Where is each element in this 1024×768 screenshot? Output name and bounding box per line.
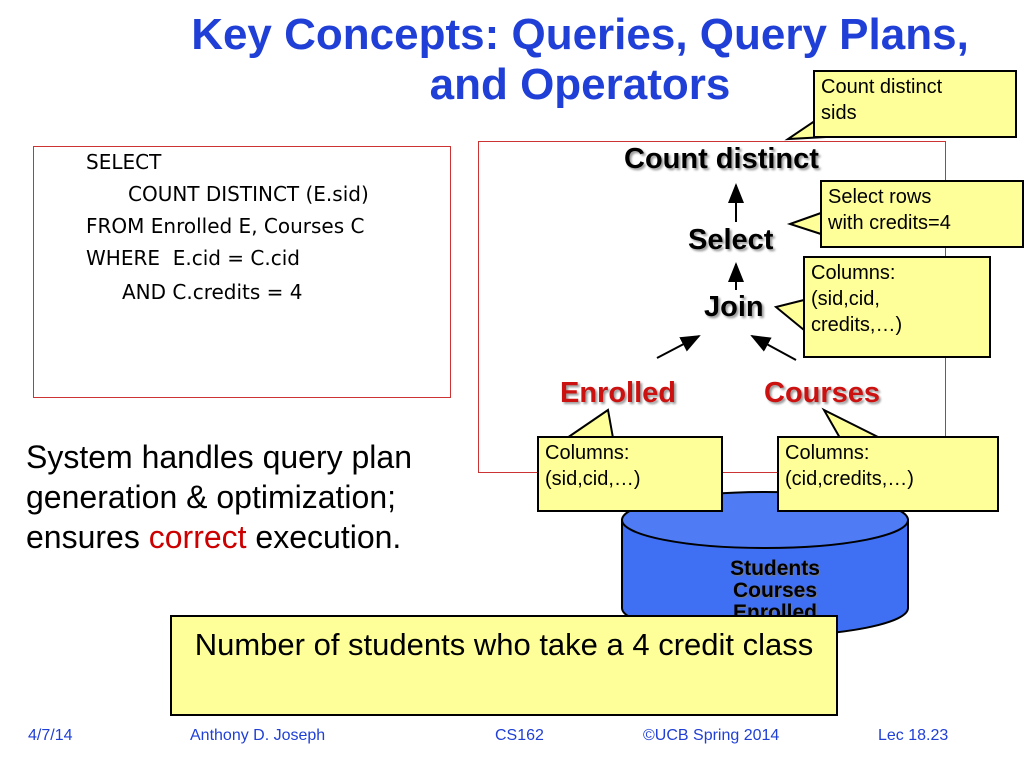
footer-copyright: ©UCB Spring 2014 [643, 727, 780, 744]
callout-tail-join [773, 299, 805, 331]
callout-select: Select rows with credits=4 [820, 180, 1024, 248]
arrow-courses-to-join [750, 335, 797, 361]
description-text: System handles query plan generation & o… [26, 437, 426, 557]
footer-lecture: Lec 18.23 [878, 727, 949, 744]
slide-title: Key Concepts: Queries, Query Plans, and … [150, 10, 1010, 110]
sql-line-and: AND C.credits = 4 [122, 280, 303, 304]
callout-count-distinct: Count distinct sids [813, 70, 1017, 138]
plan-node-courses: Courses [764, 377, 881, 409]
sql-line-count: COUNT DISTINCT (E.sid) [128, 182, 369, 206]
db-table-courses: Courses [732, 579, 818, 602]
footer-author: Anthony D. Joseph [190, 727, 326, 744]
callout-tail-courses [821, 407, 881, 439]
plan-node-select: Select [688, 224, 774, 256]
description-before: System handles query plan generation & o… [26, 439, 412, 555]
callout-tail-select [786, 212, 822, 235]
plan-node-enrolled: Enrolled [560, 377, 677, 409]
sql-line-from: FROM Enrolled E, Courses C [86, 214, 365, 238]
plan-node-count-distinct: Count distinct [624, 143, 819, 175]
callout-courses: Columns: (cid,credits,…) [777, 436, 999, 512]
arrow-enrolled-to-join [656, 335, 701, 359]
footer-date: 4/7/14 [28, 727, 73, 744]
callout-enrolled: Columns: (sid,cid,…) [537, 436, 723, 512]
sql-query-box [33, 146, 451, 398]
sql-line-where: WHERE E.cid = C.cid [86, 246, 300, 270]
callout-tail-enrolled [566, 408, 614, 439]
callout-join: Columns: (sid,cid, credits,…) [803, 256, 991, 358]
footer-course: CS162 [495, 727, 544, 744]
slide-title-line-1: Key Concepts: Queries, Query Plans, [191, 10, 969, 59]
plan-node-join: Join [704, 291, 764, 323]
db-table-students: Students [730, 557, 820, 580]
bottom-note-box: Number of students who take a 4 credit c… [170, 615, 838, 716]
slide-title-line-2: and Operators [429, 60, 731, 109]
description-highlight: correct [148, 519, 247, 555]
sql-line-select: SELECT [86, 150, 162, 174]
description-after: execution. [246, 519, 402, 555]
